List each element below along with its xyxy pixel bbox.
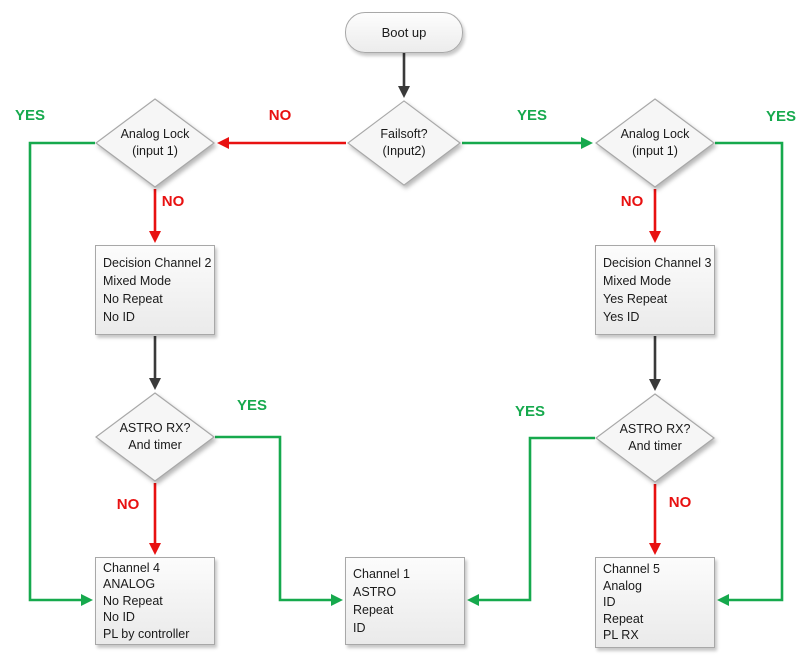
diamond-shape [595,98,715,188]
edge-label-lock-right-no: NO [620,193,644,210]
node-text-line: Repeat [603,611,644,626]
node-analog-lock-right: Analog Lock (input 1) [595,98,715,188]
node-text-line: PL RX [603,628,639,643]
node-text-line: Mixed Mode [103,274,172,288]
node-text-line: No ID [103,310,135,324]
edge-label-astro-left-yes: YES [236,397,267,414]
node-text-line: No Repeat [103,593,163,608]
node-text-line: (Input2) [382,144,426,158]
node-text-line: Analog Lock [120,127,190,141]
node-text-line: Mixed Mode [603,274,672,288]
edge-lock-right-yes-to-channel5 [715,141,784,606]
node-text-line: Analog Lock [620,127,690,141]
node-text-line: And timer [628,439,682,453]
edge-label-lock-right-yes: YES [765,108,796,125]
node-label: Boot up [381,25,427,40]
node-text-line: No Repeat [103,292,163,306]
node-text-line: Failsoft? [380,127,428,141]
node-text-line: Yes ID [603,310,640,324]
node-text-line: (input 1) [632,144,678,158]
edge-label-lock-left-no: NO [161,193,185,210]
node-astro-rx-left: ASTRO RX? And timer [95,392,215,482]
node-text-line: Channel 5 [603,562,660,577]
node-text-line: ASTRO [353,585,397,599]
edge-label-failsoft-no: NO [268,107,292,124]
node-text-line: ANALOG [103,577,156,592]
node-text-line: (input 1) [132,144,178,158]
edge-label-astro-right-no: NO [668,494,692,511]
diamond-shape [595,393,715,483]
node-boot-up: Boot up [345,12,463,53]
node-analog-lock-left: Analog Lock (input 1) [95,98,215,188]
node-decision-channel-3: Decision Channel 3 Mixed Mode Yes Repeat… [595,245,715,335]
node-text-line: ASTRO RX? [619,422,691,436]
diamond-shape [95,98,215,188]
diamond-shape [95,392,215,482]
edge-lock-left-yes-to-channel4 [28,141,95,606]
node-text-line: Yes Repeat [603,292,668,306]
node-astro-rx-right: ASTRO RX? And timer [595,393,715,483]
edge-astro-left-yes-to-channel1 [215,435,343,606]
edge-label-astro-right-yes: YES [514,403,545,420]
node-text-line: ID [603,595,616,610]
node-text-line: And timer [128,438,182,452]
edge-label-lock-left-yes: YES [14,107,45,124]
node-channel-4: Channel 4 ANALOG No Repeat No ID PL by c… [95,557,215,645]
node-text-line: Decision Channel 3 [603,256,712,270]
node-text-line: Channel 4 [103,560,160,575]
node-text-line: PL by controller [103,626,190,641]
node-text-line: Analog [603,578,642,593]
node-text-line: ID [353,621,366,635]
diamond-shape [347,100,461,186]
edge-label-astro-left-no: NO [116,496,140,513]
edge-astro-right-yes-to-channel1 [467,436,595,606]
node-text-line: Decision Channel 2 [103,256,212,270]
node-text-line: Channel 1 [353,567,410,581]
node-failsoft-decision: Failsoft? (Input2) [347,100,461,186]
node-channel-1: Channel 1 ASTRO Repeat ID [345,557,465,645]
node-text-line: ASTRO RX? [119,421,191,435]
node-channel-5: Channel 5 Analog ID Repeat PL RX [595,557,715,648]
node-text-line: Repeat [353,603,394,617]
node-decision-channel-2: Decision Channel 2 Mixed Mode No Repeat … [95,245,215,335]
node-text-line: No ID [103,610,135,625]
edge-label-failsoft-yes: YES [516,107,547,124]
